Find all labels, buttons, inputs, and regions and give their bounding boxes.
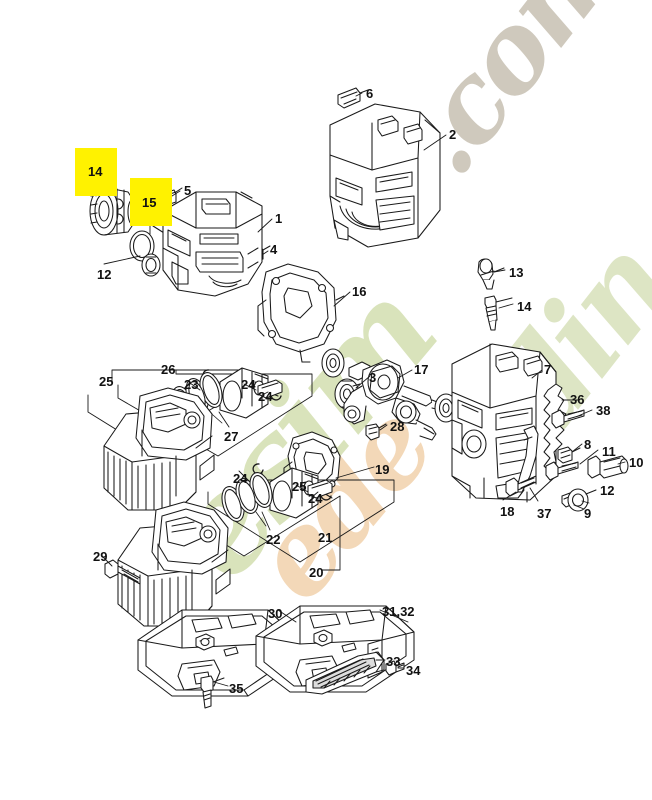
callout-22: 21	[318, 530, 333, 545]
part-8-nut	[557, 446, 581, 464]
callout-30: 29	[93, 549, 108, 564]
callout-20: 19	[375, 462, 390, 477]
callout-31-32: 30	[268, 606, 283, 621]
callout-2: 2	[449, 127, 457, 142]
callout-24-d: 24	[308, 491, 323, 506]
part-22-piston-bottom	[252, 463, 333, 519]
part-10-stud	[587, 455, 629, 479]
part-12-oil-seal-left	[141, 253, 161, 277]
callout-24-b: 24	[258, 389, 273, 404]
callout-11: 11	[602, 444, 616, 459]
part-14-spark-plug	[484, 295, 513, 331]
part-35-screw	[385, 660, 405, 676]
part-30-bolt	[104, 559, 141, 585]
part-34-spark-arrestor	[305, 651, 385, 695]
callout-14: 14	[517, 299, 532, 314]
callout-12-left: 12	[97, 267, 112, 282]
callout-35: 34	[406, 663, 421, 678]
callout-17: 16	[352, 284, 367, 299]
part-29-plug	[365, 423, 387, 441]
callout-7: 7	[544, 362, 552, 377]
part-2-crankcase-right	[329, 103, 441, 248]
highlight-box-15[interactable]	[75, 148, 117, 196]
part-11-screw	[545, 461, 579, 481]
part-17-gasket	[257, 263, 345, 363]
callout-27: 26	[161, 362, 176, 377]
part-7-engine-housing	[451, 343, 557, 501]
part-39-screw	[551, 409, 585, 429]
bracket-27	[117, 369, 313, 457]
callout-23: 22	[266, 532, 281, 547]
callout-16: 15	[142, 195, 157, 210]
callout-37: 36	[570, 392, 585, 407]
callout-38: 37	[537, 506, 552, 521]
highlight-box-16[interactable]	[130, 178, 172, 226]
callout-3: 3	[369, 370, 377, 385]
callout-18: 17	[414, 362, 429, 377]
callout-4: 4	[270, 242, 278, 257]
part-19-bolt	[505, 475, 537, 497]
part-23-rings-bottom	[221, 472, 273, 527]
callout-33: 31,32	[382, 604, 415, 619]
callout-9: 9	[584, 506, 592, 521]
part-1-crankcase-left	[162, 191, 263, 297]
part-38-lever	[515, 425, 539, 503]
callout-19: 18	[500, 504, 515, 519]
callout-1: 1	[275, 211, 283, 226]
callout-6: 6	[366, 86, 374, 101]
part-21-cylinder-bottom	[117, 501, 231, 627]
callout-12-right: 12	[600, 483, 615, 498]
callout-5: 5	[184, 183, 192, 198]
part-26-cylinder-top	[103, 387, 215, 511]
callout-34: 33	[386, 654, 401, 669]
callout-8: 8	[584, 437, 592, 452]
callout-21: 20	[309, 565, 324, 580]
callout-24-a: 23	[184, 377, 199, 392]
callout-25-a: 24	[241, 377, 256, 392]
callout-25-b: 25	[292, 479, 307, 494]
callout-39: 38	[596, 403, 611, 418]
part-3-bearing-b	[321, 348, 345, 378]
callout-10: 10	[629, 455, 644, 470]
callout-13: 13	[509, 265, 524, 280]
part-36-bolt	[200, 675, 225, 709]
callout-36: 35	[229, 681, 244, 696]
callout-28: 27	[224, 429, 239, 444]
callout-26: 25	[99, 374, 114, 389]
callout-29: 28	[390, 419, 405, 434]
callout-24-c: 24	[233, 471, 248, 486]
part-12-oil-seal-right	[567, 488, 597, 512]
part-6-clip	[337, 87, 369, 109]
part-13-plug-boot	[477, 258, 505, 290]
callout-15: 14	[88, 164, 103, 179]
part-16-oring	[129, 230, 155, 262]
